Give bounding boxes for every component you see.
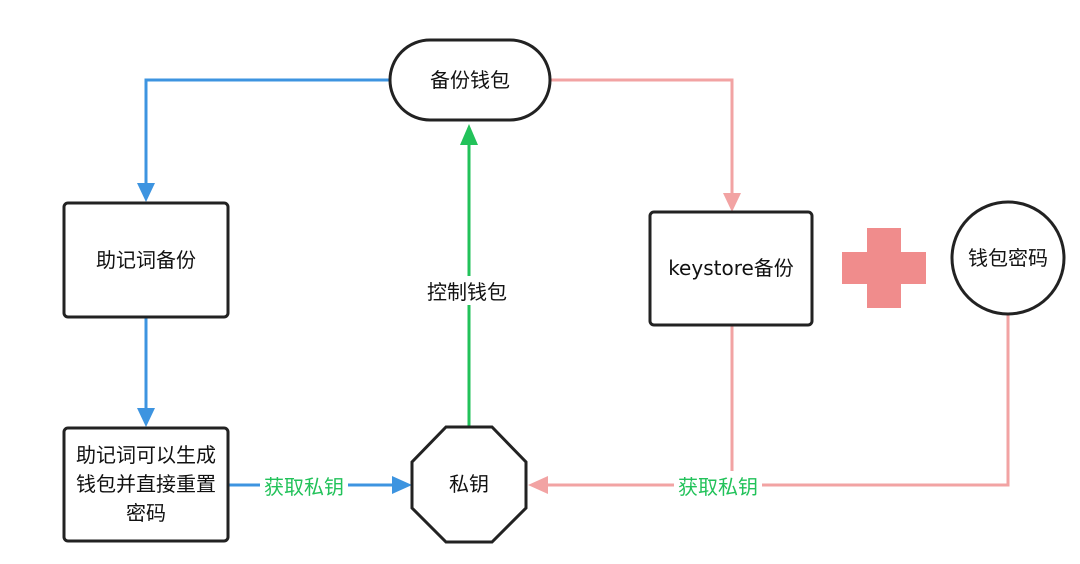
edge-label-get-key-right: 获取私钥 [674,471,762,500]
edge-label-get-key-left: 获取私钥 [260,471,348,500]
node-mnemonic-reset-shape [62,426,230,543]
edge-label-control-wallet: 控制钱包 [423,276,511,305]
node-wallet-password-shape [950,200,1066,316]
node-wallet-password: 钱包密码 [968,245,1048,270]
node-mnemonic-reset: 助记词可以生成钱包并直接重置密码 [76,443,216,525]
plus-icon [842,228,926,308]
arrowhead-key-left [392,476,412,494]
node-mnemonic-backup-shape [62,201,230,319]
node-backup-wallet: 备份钱包 [430,67,510,92]
node-backup-wallet-shape [388,38,552,122]
edge-backup-to-mnemonic [144,78,390,183]
arrowhead-key-right [528,476,548,494]
edge-keystore-to-key [548,325,734,487]
edge-backup-to-keystore [550,78,734,193]
node-mnemonic-backup: 助记词备份 [96,247,196,272]
arrowhead-keystore [723,193,741,212]
node-keystore-backup: keystore备份 [668,256,794,280]
arrowhead-mnemonic-reset [137,408,155,427]
node-private-key-shape [410,425,528,544]
node-keystore-shape [648,210,814,327]
node-private-key: 私钥 [449,472,489,496]
arrowhead-mnemonic-backup [137,183,155,202]
arrowhead-backup-wallet [460,124,478,145]
edge-password-to-key [732,314,1010,487]
